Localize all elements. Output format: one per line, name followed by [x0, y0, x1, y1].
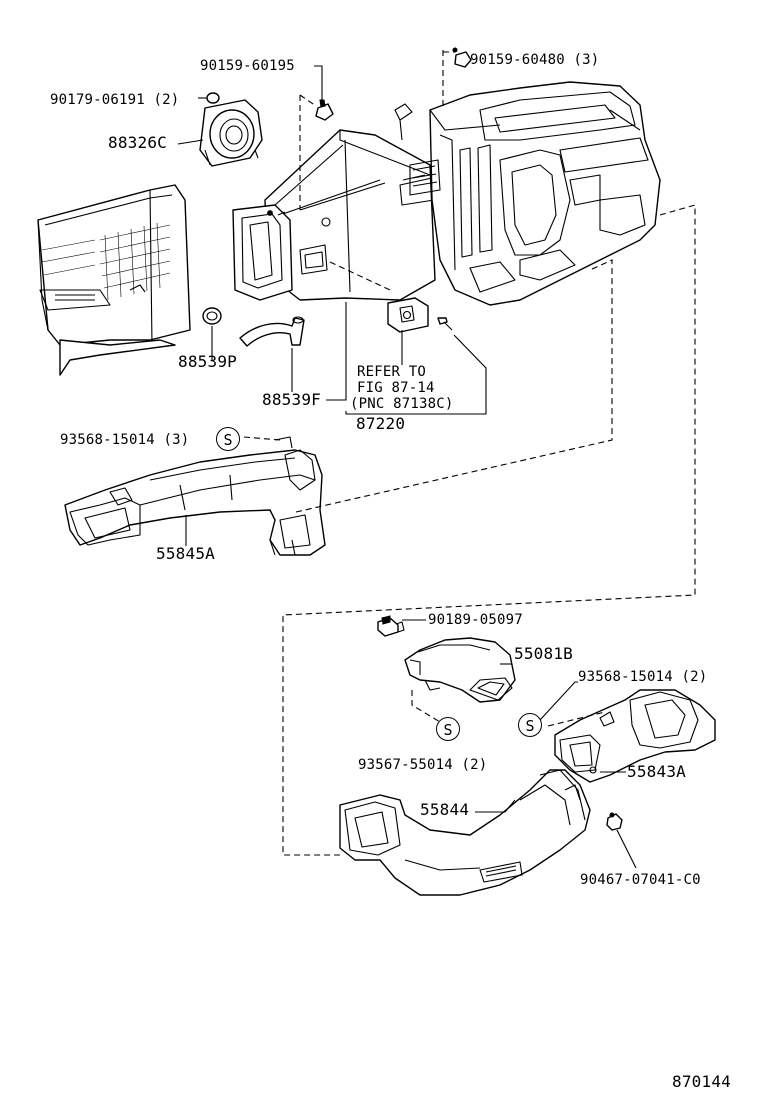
clip-90189-illustration: [377, 615, 405, 637]
label-93568-15014-2: 93568-15014 (2): [578, 669, 708, 685]
diagram-id: 870144: [672, 1072, 731, 1091]
evaporator-unit-illustration: [394, 81, 661, 306]
clip-90179-illustration: [206, 92, 220, 104]
screw-90159-60195-illustration: [315, 99, 334, 121]
duct-55845A-illustration: [64, 436, 326, 556]
label-93568-15014-3: 93568-15014 (3): [60, 432, 190, 448]
duct-55081B-illustration: [404, 637, 516, 703]
duct-55843A-illustration: [554, 689, 716, 783]
nut-90159-60480-illustration: [452, 47, 472, 68]
clip-90467-illustration: [606, 812, 623, 831]
label-90159-60195: 90159-60195: [200, 58, 295, 74]
label-87220: 87220: [356, 414, 406, 433]
grommet-illustration: [202, 307, 222, 325]
label-55844: 55844: [420, 800, 470, 819]
blower-motor-illustration: [199, 99, 263, 167]
label-55843A: 55843A: [627, 762, 686, 781]
leader-lines: [177, 65, 637, 869]
label-55081B: 55081B: [514, 644, 573, 663]
resistor-illustration: [387, 297, 429, 333]
dashed-guide-lines: [243, 50, 696, 856]
label-90467-07041-C0: 90467-07041-C0: [580, 872, 701, 888]
refer-line-2: FIG 87-14: [357, 380, 435, 396]
label-88539P: 88539P: [178, 352, 237, 371]
heater-case-illustration: [232, 129, 436, 301]
label-90159-60480: 90159-60480 (3): [470, 52, 600, 68]
blower-housing-illustration: [37, 184, 191, 376]
s-badge-2: S: [518, 713, 542, 737]
screw-illustration: [437, 317, 453, 331]
s-badge-3: S: [436, 717, 460, 741]
duct-55844-illustration: [339, 769, 591, 896]
label-55845A: 55845A: [156, 544, 215, 563]
label-88539F: 88539F: [262, 390, 321, 409]
refer-line-3: (PNC 87138C): [350, 396, 454, 412]
label-90189-05097: 90189-05097: [428, 612, 523, 628]
label-88326C: 88326C: [108, 133, 167, 152]
s-badge-1: S: [216, 427, 240, 451]
drain-hose-illustration: [239, 316, 305, 347]
label-93567-55014-2: 93567-55014 (2): [358, 757, 488, 773]
refer-line-1: REFER TO: [357, 364, 427, 380]
label-90179-06191: 90179-06191 (2): [50, 92, 180, 108]
